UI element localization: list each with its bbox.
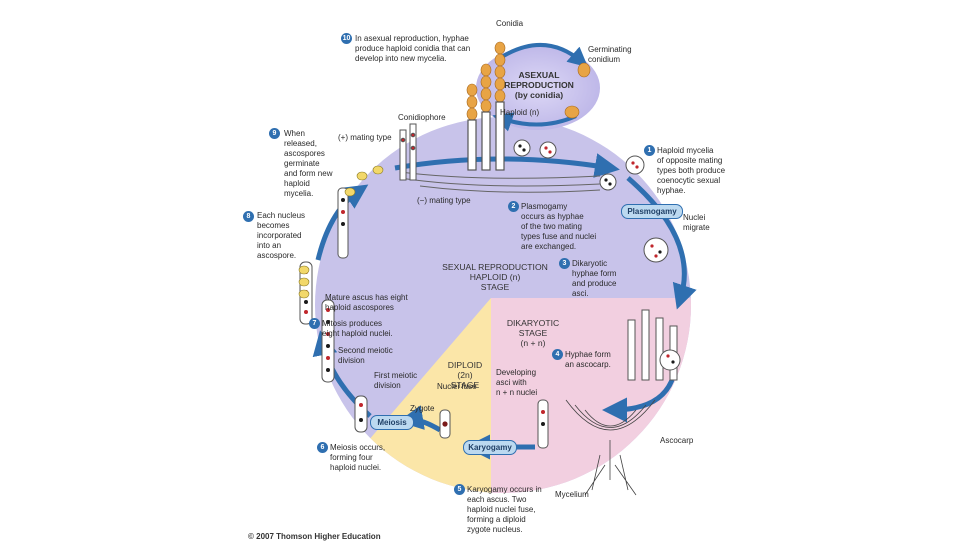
- step-badge-6: 6: [317, 442, 328, 453]
- step-badge-3: 3: [559, 258, 570, 269]
- step-badge-9: 9: [269, 128, 280, 139]
- label-conidia: Conidia: [496, 19, 524, 28]
- label-first-meiotic: First meiotic division: [374, 371, 418, 390]
- label-nuclei-migrate: Nuclei migrate: [683, 213, 710, 232]
- cycle-arrow-right: [626, 176, 697, 310]
- step-text-8: Each nucleus becomes incorporated into a…: [257, 211, 306, 260]
- label-mature-ascus: Mature ascus has eight haploid ascospore…: [325, 293, 408, 312]
- label-germinating-conidium: Germinating conidium: [588, 45, 632, 64]
- label-conidiophore: Conidiophore: [398, 113, 446, 122]
- ascospores: [298, 165, 384, 299]
- label-second-meiotic: Second meiotic division: [338, 346, 393, 365]
- step-text-1: Haploid mycelia of opposite mating types…: [657, 146, 726, 195]
- step-text-6: Meiosis occurs, forming four haploid nuc…: [330, 443, 386, 472]
- step-badge-10: 10: [341, 33, 352, 44]
- plus-mating-hyphae: [399, 123, 417, 181]
- mycelium-hyphae: [399, 171, 601, 193]
- step-text-2: Plasmogamy occurs as hyphae of the two m…: [521, 202, 597, 251]
- step-text-7: Mitosis produces eight haploid nuclei.: [322, 319, 393, 338]
- label-karyogamy: Karyogamy: [463, 440, 517, 455]
- label-minus-mating: (−) mating type: [417, 196, 471, 205]
- label-mycelium: Mycelium: [555, 490, 589, 499]
- label-diploid-title: DIPLOID (2n) STAGE: [447, 360, 483, 390]
- copyright-footer: © 2007 Thomson Higher Education: [248, 532, 381, 541]
- step-badge-4: 4: [552, 349, 563, 360]
- label-dikaryotic-title: DIKARYOTIC STAGE (n + n): [506, 318, 560, 348]
- step-text-9: When released, ascospores germinate and …: [284, 129, 333, 198]
- asexual-arrow-bottom: [492, 112, 577, 132]
- step-text-10: In asexual reproduction, hyphae produce …: [355, 34, 471, 63]
- ascocarp-cup: [565, 399, 656, 496]
- step-badge-5: 5: [454, 484, 465, 495]
- conidiophore-stalks: [467, 101, 505, 171]
- step-badge-7: 7: [309, 318, 320, 329]
- conidia-chain: [466, 41, 591, 121]
- label-plasmogamy: Plasmogamy: [621, 204, 683, 219]
- step-badge-8: 8: [243, 211, 254, 222]
- label-ascocarp: Ascocarp: [660, 436, 694, 445]
- asexual-arrow-top: [498, 43, 589, 68]
- step-badge-2: 2: [508, 201, 519, 212]
- step-text-4: Hyphae form an ascocarp.: [565, 350, 611, 369]
- step-badge-1: 1: [644, 145, 655, 156]
- coenocytic-hyphae: [513, 139, 669, 263]
- label-haploid: Haploid (n): [500, 108, 540, 117]
- label-developing-asci: Developing asci with n + n nuclei: [496, 368, 538, 397]
- step-text-3: Dikaryotic hyphae form and produce asci.: [572, 259, 617, 298]
- label-nuclei-fuse: Nuclei fuse: [437, 382, 477, 391]
- label-meiosis: Meiosis: [370, 415, 414, 430]
- cycle-arrow-right-lower: [602, 378, 675, 423]
- label-sexual-title: SEXUAL REPRODUCTION HAPLOID (n) STAGE: [442, 262, 548, 292]
- label-asexual-title: ASEXUAL REPRODUCTION (by conidia): [504, 70, 574, 100]
- dikaryotic-hyphae: [627, 309, 681, 381]
- label-plus-mating: (+) mating type: [338, 133, 392, 142]
- step-text-5: Karyogamy occurs in each ascus. Two hapl…: [467, 485, 542, 534]
- label-zygote: Zygote: [410, 404, 435, 413]
